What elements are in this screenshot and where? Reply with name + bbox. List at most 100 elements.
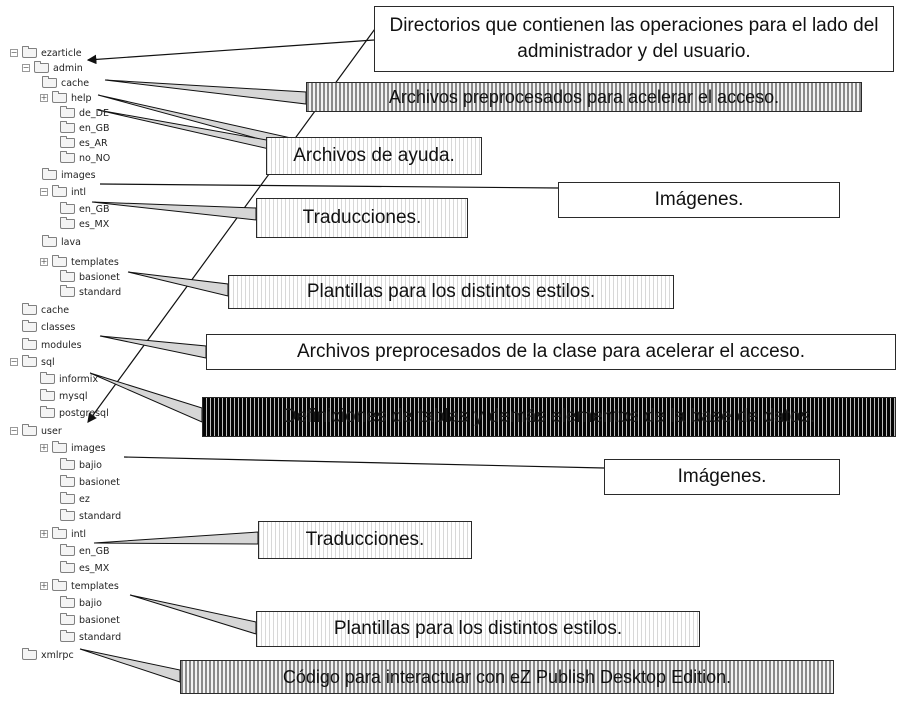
callout-text: Traducciones. — [302, 207, 422, 228]
tree-folder-label: ez — [79, 493, 90, 505]
callout-text: Directorios que contienen las operacione… — [389, 15, 879, 62]
callout-pointer — [104, 79, 307, 105]
folder-icon — [60, 509, 75, 521]
folder-icon — [22, 648, 37, 660]
tree-folder-cache[interactable]: cache — [42, 76, 89, 90]
tree-folder-label: cache — [61, 77, 90, 89]
tree-folder-label: de_DE — [79, 107, 109, 119]
tree-folder-mysql[interactable]: mysql — [40, 389, 88, 403]
tree-expander-icon[interactable]: − — [40, 187, 48, 196]
callout-text: Código para interactuar con eZ Publish D… — [282, 667, 732, 687]
callout-pointer — [99, 335, 207, 359]
folder-icon — [42, 168, 57, 180]
callout-box: Plantillas para los distintos estilos. — [256, 611, 700, 647]
tree-folder-ez[interactable]: ez — [60, 492, 90, 506]
tree-folder-images[interactable]: images — [42, 168, 96, 182]
folder-icon — [60, 596, 75, 608]
callout-box: Código para interactuar con eZ Publish D… — [180, 660, 834, 694]
callout-text: Plantillas para los distintos estilos. — [333, 618, 623, 639]
callout-box: Archivos preprocesados de la clase para … — [206, 334, 896, 370]
folder-icon — [60, 561, 75, 573]
tree-folder-label: es_MX — [79, 218, 110, 230]
tree-folder-intl[interactable]: + intl — [40, 527, 86, 541]
tree-folder-label: basionet — [79, 614, 120, 626]
tree-folder-sql[interactable]: −sql — [10, 355, 55, 369]
tree-folder-label: intl — [71, 528, 87, 540]
folder-icon — [40, 372, 55, 384]
tree-folder-bajio[interactable]: bajio — [60, 458, 102, 472]
callout-text: Archivos preprocesados de la clase para … — [297, 341, 805, 362]
tree-folder-lava[interactable]: lava — [42, 235, 81, 249]
tree-folder-standard[interactable]: standard — [60, 509, 121, 523]
tree-folder-xmlrpc[interactable]: xmlrpc — [22, 648, 74, 662]
folder-icon — [52, 527, 67, 539]
callout-pointer — [129, 594, 257, 635]
tree-folder-es-ar[interactable]: es_AR — [60, 136, 108, 150]
folder-icon — [52, 441, 67, 453]
tree-folder-label: ezarticle — [41, 47, 82, 59]
folder-icon — [42, 76, 57, 88]
callout-text: Definiciones de tablas y demás elementos… — [282, 406, 816, 427]
tree-expander-icon[interactable]: + — [40, 581, 48, 590]
callout-box: Directorios que contienen las operacione… — [374, 6, 894, 72]
folder-icon — [42, 235, 57, 247]
tree-folder-label: bajio — [79, 597, 102, 609]
callout-text: Archivos preprocesados para acelerar el … — [388, 87, 780, 107]
tree-expander-icon[interactable]: + — [40, 529, 48, 538]
tree-folder-informix[interactable]: informix — [40, 372, 98, 386]
tree-expander-icon[interactable]: + — [40, 443, 48, 452]
tree-expander-icon[interactable]: − — [10, 357, 18, 366]
tree-folder-postgresql[interactable]: postgresql — [40, 406, 109, 420]
tree-folder-templates[interactable]: +templates — [40, 255, 119, 269]
folder-icon — [60, 544, 75, 556]
tree-folder-images[interactable]: +images — [40, 441, 106, 455]
tree-folder-classes[interactable]: classes — [22, 320, 75, 334]
tree-folder-bajio[interactable]: bajio — [60, 596, 102, 610]
tree-folder-label: standard — [79, 286, 122, 298]
tree-expander-icon[interactable]: + — [40, 93, 48, 102]
tree-folder-label: modules — [41, 339, 82, 351]
callout-text: Archivos de ayuda. — [293, 145, 455, 166]
tree-folder-no-no[interactable]: no_NO — [60, 151, 110, 165]
tree-folder-label: cache — [41, 304, 70, 316]
tree-folder-label: es_MX — [79, 562, 110, 574]
tree-folder-basionet[interactable]: basionet — [60, 613, 120, 627]
tree-expander-icon[interactable]: − — [22, 63, 30, 72]
tree-folder-en-gb[interactable]: en_GB — [60, 544, 110, 558]
tree-folder-label: images — [61, 169, 96, 181]
tree-folder-cache[interactable]: cache — [22, 303, 69, 317]
tree-folder-en-gb[interactable]: en_GB — [60, 202, 110, 216]
tree-folder-standard[interactable]: standard — [60, 285, 121, 299]
tree-folder-ezarticle[interactable]: − ezarticle — [10, 46, 82, 60]
folder-icon — [60, 458, 75, 470]
folder-icon — [52, 91, 67, 103]
folder-icon — [60, 475, 75, 487]
tree-folder-es-mx[interactable]: es_MX — [60, 561, 109, 575]
tree-folder-basionet[interactable]: basionet — [60, 475, 120, 489]
folder-icon — [22, 355, 37, 367]
tree-folder-label: en_GB — [79, 122, 110, 134]
folder-icon — [60, 630, 75, 642]
tree-folder-en-gb[interactable]: en_GB — [60, 121, 110, 135]
tree-expander-icon[interactable]: − — [10, 48, 18, 57]
tree-expander-icon[interactable]: − — [10, 426, 18, 435]
tree-folder-intl[interactable]: −intl — [40, 185, 86, 199]
folder-icon — [40, 389, 55, 401]
folder-icon — [22, 320, 37, 332]
tree-folder-modules[interactable]: modules — [22, 338, 82, 352]
tree-folder-label: en_GB — [79, 203, 110, 215]
tree-folder-label: mysql — [59, 390, 88, 402]
tree-folder-basionet[interactable]: basionet — [60, 270, 120, 284]
tree-folder-user[interactable]: −user — [10, 424, 62, 438]
tree-folder-templates[interactable]: +templates — [40, 579, 119, 593]
tree-folder-standard[interactable]: standard — [60, 630, 121, 644]
tree-folder-label: postgresql — [59, 407, 109, 419]
tree-folder-admin[interactable]: −admin — [22, 61, 83, 75]
tree-expander-icon[interactable]: + — [40, 257, 48, 266]
folder-icon — [22, 303, 37, 315]
tree-folder-es-mx[interactable]: es_MX — [60, 217, 109, 231]
callout-text: Traducciones. — [305, 529, 425, 550]
tree-folder-help[interactable]: +help — [40, 91, 92, 105]
callout-pointer — [93, 531, 259, 545]
tree-folder-de-de[interactable]: de_DE — [60, 106, 109, 120]
